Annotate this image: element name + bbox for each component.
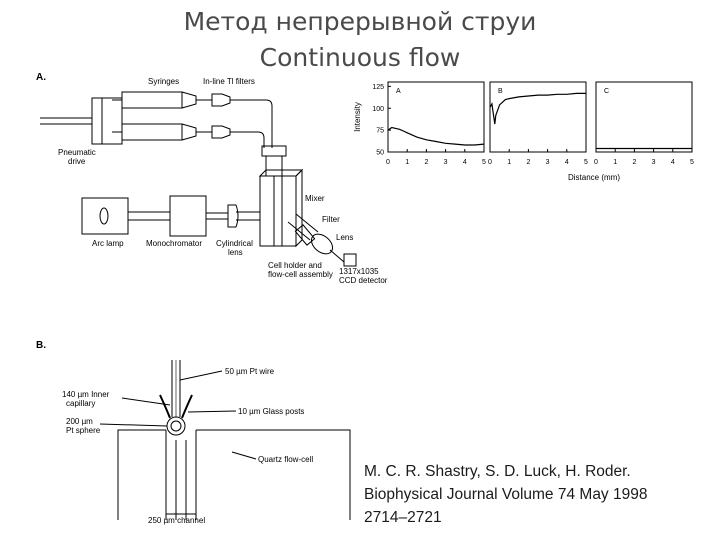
chart-panel-letter-C: C xyxy=(604,88,609,95)
x-tick-label: 2 xyxy=(526,159,530,166)
chart-frame-B xyxy=(489,81,587,153)
inline-filter-2 xyxy=(211,125,231,139)
x-tick-label: 5 xyxy=(690,159,694,166)
slide-title-en: Continuous flow xyxy=(259,43,461,72)
filters-label: In-line Tl filters xyxy=(203,77,255,86)
intensity-line-B xyxy=(489,92,586,125)
cell-holder-label-2: flow-cell assembly xyxy=(268,270,333,279)
citation-line-1: M. C. R. Shastry, S. D. Luck, H. Roder. xyxy=(364,463,631,480)
x-tick-label: 1 xyxy=(613,159,617,166)
x-tick-label: 1 xyxy=(507,159,511,166)
pt-wire-label: 50 µm Pt wire xyxy=(225,367,275,376)
y-tick-label: 75 xyxy=(376,128,384,135)
x-axis-label: Distance (mm) xyxy=(568,173,620,182)
y-axis-label: Intensity xyxy=(353,102,362,132)
y-tick-label: 100 xyxy=(372,106,384,113)
citation-line-3: 2714–2721 xyxy=(364,509,442,526)
x-tick-label: 3 xyxy=(652,159,656,166)
mixer-label: Mixer xyxy=(305,194,325,203)
x-tick-label: 0 xyxy=(488,159,492,166)
flowcell-diagram xyxy=(99,360,351,520)
pneumatic-drive xyxy=(91,97,123,145)
x-tick-label: 3 xyxy=(546,159,550,166)
glass-post-right xyxy=(181,394,193,419)
x-tick-label: 5 xyxy=(584,159,588,166)
monochromator xyxy=(169,195,207,237)
lens xyxy=(310,233,334,255)
cylindrical-lens-label-1: Cylindrical xyxy=(216,239,253,248)
x-tick-label: 1 xyxy=(405,159,409,166)
x-tick-label: 4 xyxy=(671,159,675,166)
x-tick-label: 2 xyxy=(632,159,636,166)
pneumatic-label-2: drive xyxy=(68,157,86,166)
intensity-line-A xyxy=(387,126,485,146)
quartz-flowcell-label: Quartz flow-cell xyxy=(258,455,313,464)
pt-sphere xyxy=(166,416,186,436)
monochromator-label: Monochromator xyxy=(146,239,202,248)
syringe-2 xyxy=(121,123,183,141)
citation-line-2: Biophysical Journal Volume 74 May 1998 xyxy=(364,486,648,503)
inline-filter-1 xyxy=(211,93,231,107)
panel-a-label: A. xyxy=(36,72,46,83)
x-tick-label: 4 xyxy=(463,159,467,166)
ccd-label-2: CCD detector xyxy=(339,276,388,285)
citation: M. C. R. Shastry, S. D. Luck, H. Roder. … xyxy=(364,460,714,529)
x-tick-label: 2 xyxy=(424,159,428,166)
cylindrical-lens xyxy=(227,204,239,228)
apparatus-diagram xyxy=(40,91,357,267)
arc-lamp xyxy=(81,197,129,235)
x-tick-label: 0 xyxy=(594,159,598,166)
arc-lamp-label: Arc lamp xyxy=(92,239,124,248)
inner-capillary-label-2: capillary xyxy=(66,399,95,408)
chart-frame-A xyxy=(387,81,485,153)
y-tick-label: 125 xyxy=(372,84,384,91)
slide-title-ru: Метод непрерывной струи xyxy=(183,7,537,36)
cell-holder-label-1: Cell holder and xyxy=(268,261,322,270)
pt-sphere-label-1: 200 µm xyxy=(66,417,93,426)
chart-frame-C xyxy=(595,81,693,153)
cell-holder xyxy=(259,175,297,247)
lens-label: Lens xyxy=(336,233,353,242)
pneumatic-label-1: Pneumatic xyxy=(58,148,96,157)
y-tick-label: 50 xyxy=(376,150,384,157)
chart-panel-letter-B: B xyxy=(498,88,503,95)
x-tick-label: 3 xyxy=(444,159,448,166)
x-tick-label: 0 xyxy=(386,159,390,166)
x-tick-label: 4 xyxy=(565,159,569,166)
glass-posts-label: 10 µm Glass posts xyxy=(238,407,304,416)
ccd-detector xyxy=(343,253,357,267)
ccd-label-1: 1317x1035 xyxy=(339,267,379,276)
inner-capillary-label-1: 140 µm Inner xyxy=(62,390,110,399)
filter-label: Filter xyxy=(322,215,340,224)
syringe-1 xyxy=(121,91,183,109)
glass-post-left xyxy=(159,394,171,419)
syringes-label: Syringes xyxy=(148,77,179,86)
x-tick-label: 5 xyxy=(482,159,486,166)
chart-panel-letter-A: A xyxy=(396,88,401,95)
panel-b-label: B. xyxy=(36,340,46,351)
channel-label: 250 µm channel xyxy=(148,516,205,525)
cylindrical-lens-label-2: lens xyxy=(228,248,243,257)
pt-sphere-label-2: Pt sphere xyxy=(66,426,101,435)
